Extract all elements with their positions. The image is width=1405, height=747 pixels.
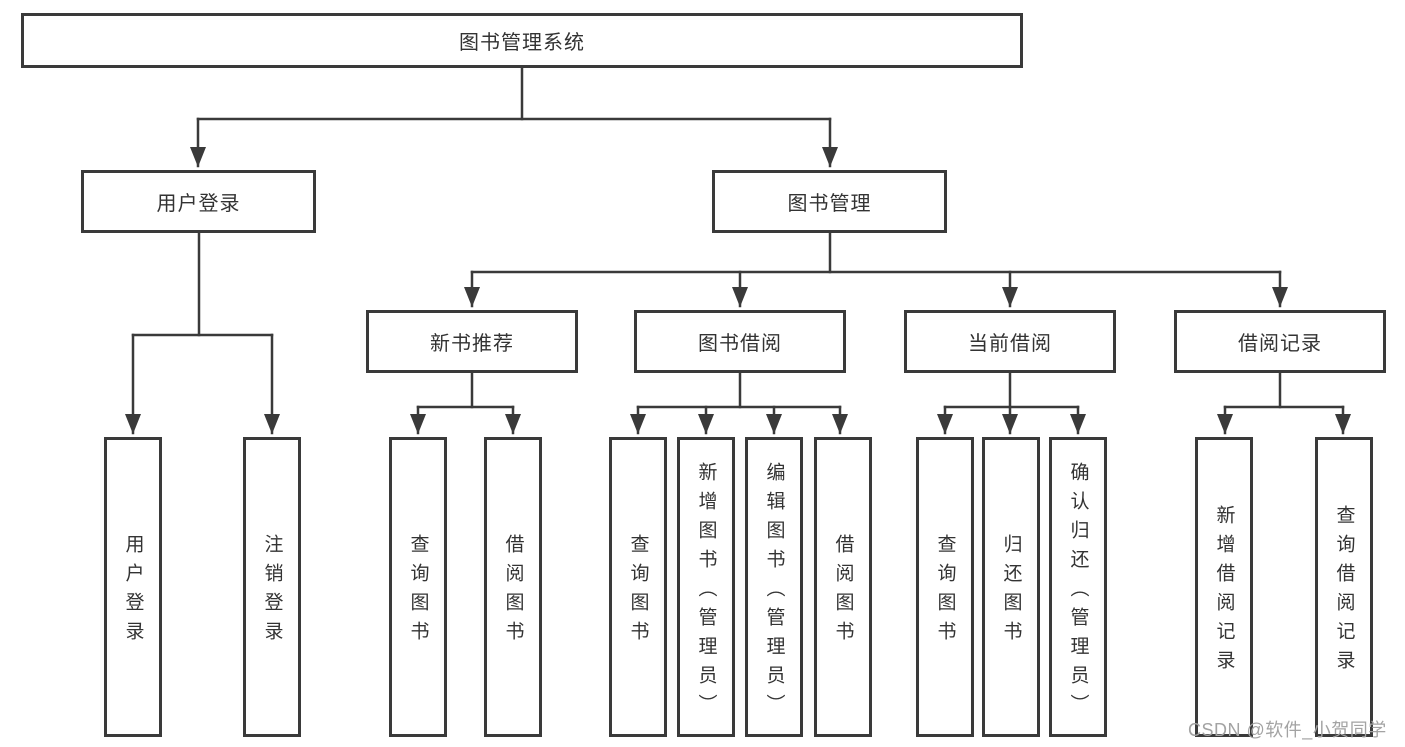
node-label: 当前借阅: [968, 333, 1052, 355]
node-label: 图书管理: [787, 193, 872, 215]
node-leaf-query-borrow-record: 查询借阅记录: [1315, 437, 1373, 737]
node-leaf-logout: 注销登录: [243, 437, 301, 737]
node-label: 借阅图书: [832, 534, 854, 650]
node-leaf-add-borrow-record: 新增借阅记录: [1195, 437, 1253, 737]
node-leaf-borrow-books-1: 借阅图书: [484, 437, 542, 737]
node-label: 新书推荐: [430, 333, 514, 355]
node-current-borrowing: 当前借阅: [904, 310, 1116, 373]
node-label: 查询图书: [934, 534, 956, 650]
node-label: 借阅图书: [502, 534, 524, 650]
node-label: 新增图书（管理员）: [695, 461, 717, 723]
watermark-text: CSDN @软件_小贺同学: [1188, 720, 1387, 740]
node-label: 新增借阅记录: [1213, 505, 1235, 679]
node-root-label: 图书管理系统: [459, 32, 585, 54]
node-borrowing-records: 借阅记录: [1174, 310, 1386, 373]
connector-book-management: [464, 231, 1288, 308]
node-leaf-query-books-3: 查询图书: [916, 437, 974, 737]
connector-user-login: [125, 231, 280, 435]
node-leaf-edit-book-admin: 编辑图书（管理员）: [745, 437, 803, 737]
node-label: 查询图书: [407, 534, 429, 650]
node-label: 注销登录: [261, 534, 283, 650]
node-label: 编辑图书（管理员）: [763, 461, 785, 723]
node-leaf-borrow-books-2: 借阅图书: [814, 437, 872, 737]
node-label: 借阅记录: [1238, 333, 1322, 355]
node-leaf-return-book: 归还图书: [982, 437, 1040, 737]
node-leaf-query-books-2: 查询图书: [609, 437, 667, 737]
connector-current-borrowing: [937, 371, 1086, 435]
node-label: 归还图书: [1000, 534, 1022, 650]
node-book-borrowing: 图书借阅: [634, 310, 846, 373]
node-label: 确认归还（管理员）: [1067, 461, 1089, 723]
connector-borrowing-records: [1217, 371, 1351, 435]
node-label: 查询借阅记录: [1333, 505, 1355, 679]
connector-book-borrowing: [630, 371, 848, 435]
node-label: 用户登录: [122, 534, 144, 650]
node-book-management: 图书管理: [712, 170, 947, 233]
node-new-book-recommendation: 新书推荐: [366, 310, 578, 373]
node-root: 图书管理系统: [21, 13, 1023, 68]
node-label: 查询图书: [627, 534, 649, 650]
connector-new-book-recommendation: [410, 371, 521, 435]
node-leaf-add-book-admin: 新增图书（管理员）: [677, 437, 735, 737]
node-label: 用户登录: [156, 193, 241, 215]
node-label: 图书借阅: [698, 333, 782, 355]
node-leaf-query-books-1: 查询图书: [389, 437, 447, 737]
node-leaf-confirm-return-admin: 确认归还（管理员）: [1049, 437, 1107, 737]
node-leaf-user-login: 用户登录: [104, 437, 162, 737]
node-user-login: 用户登录: [81, 170, 316, 233]
connector-root: [190, 66, 838, 168]
